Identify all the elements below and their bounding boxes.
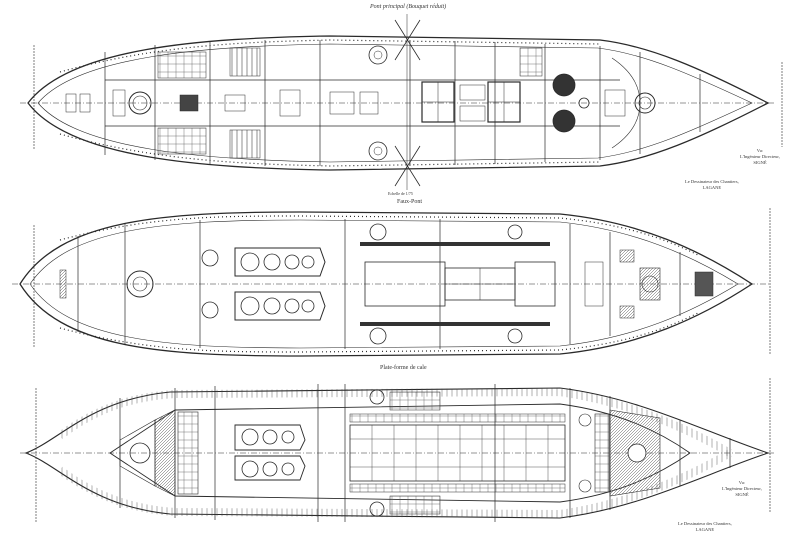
signature-draftsman-hold: Le Dessinateur des Chantiers, LAGANE: [678, 521, 732, 532]
signature-engineer-main: Vu: L'Ingénieur Directeur, SIGNÉ: [740, 148, 780, 165]
main-deck-plan: [20, 14, 783, 190]
hold-platform-plan: [20, 378, 776, 522]
lower-deck-title: Faux-Pont: [397, 199, 423, 205]
lower-deck-plan: [12, 208, 771, 357]
main-deck-title: Pont principal (Bouquet réduit): [370, 4, 447, 10]
hold-platform-title: Plate-forme de cale: [380, 365, 427, 371]
main-deck-scale-note: Echelle de 1/75: [388, 191, 413, 196]
signature-draftsman-main: Le Dessinateur des Chantiers, LAGANE: [685, 179, 739, 190]
signature-engineer-hold: Vu: L'Ingénieur Directeur, SIGNÉ: [722, 480, 762, 497]
